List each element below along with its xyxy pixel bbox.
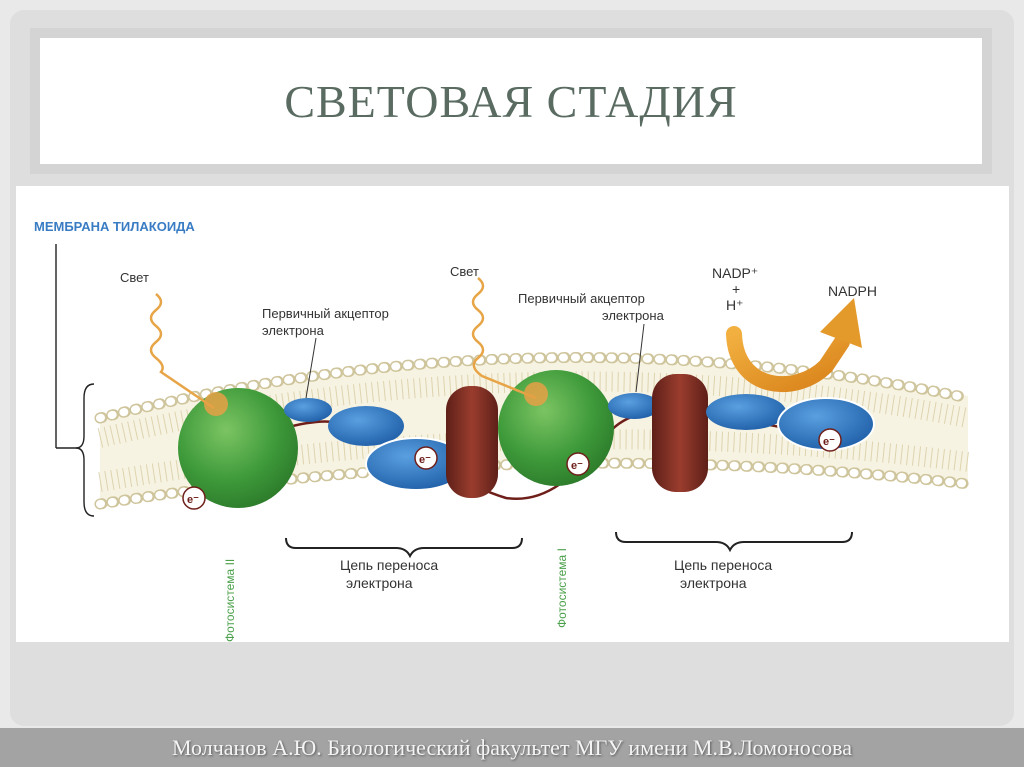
footer-credit: Молчанов А.Ю. Биологический факультет МГ… <box>172 734 852 760</box>
chain-label-2-line2: электрона <box>680 575 747 591</box>
nadp-label-line3: H⁺ <box>726 297 744 313</box>
light-wave-1 <box>149 293 215 410</box>
svg-text:e⁻: e⁻ <box>419 454 431 466</box>
light-spot-2 <box>524 382 548 406</box>
diagram-panel: МЕМБРАНА ТИЛАКОИДА Свет Первичный акцепт… <box>16 186 1009 642</box>
electron-marker-4: e⁻ <box>818 428 842 452</box>
photosystem-2 <box>178 388 298 508</box>
acceptor-label-2-line2: электрона <box>602 308 665 323</box>
electron-carrier-1 <box>328 406 404 446</box>
chain-label-1-line1: Цепь переноса <box>340 557 438 573</box>
cytochrome-complex <box>446 386 498 498</box>
chain-label-2-line1: Цепь переноса <box>674 557 772 573</box>
footer-bar: Молчанов А.Ю. Биологический факультет МГ… <box>0 728 1024 767</box>
photosystem-1 <box>498 370 614 486</box>
slide-title: СВЕТОВАЯ СТАДИЯ <box>284 75 738 127</box>
svg-text:e⁻: e⁻ <box>187 494 199 506</box>
acceptor-label-1-line2: электрона <box>262 323 325 338</box>
nadp-label-line2: + <box>732 281 740 297</box>
acceptor-label-2-line1: Первичный акцептор <box>518 291 645 306</box>
primary-acceptor-2 <box>608 393 660 419</box>
membrane-label: МЕМБРАНА ТИЛАКОИДА <box>34 219 195 234</box>
svg-text:e⁻: e⁻ <box>571 460 583 472</box>
chain-label-1-line2: электрона <box>346 575 413 591</box>
title-panel: СВЕТОВАЯ СТАДИЯ <box>40 38 982 164</box>
electron-carrier-3 <box>706 394 786 430</box>
electron-marker-3: e⁻ <box>566 452 590 476</box>
nadph-arrow <box>726 326 850 393</box>
light-label-1: Свет <box>120 270 149 285</box>
light-label-2: Свет <box>450 264 479 279</box>
electron-marker-2: e⁻ <box>414 446 438 470</box>
chain-bracket-1 <box>285 537 523 559</box>
electron-marker-1: e⁻ <box>182 486 206 510</box>
svg-text:e⁻: e⁻ <box>823 436 835 448</box>
primary-acceptor-1 <box>284 398 332 422</box>
acceptor-pointer-2 <box>635 323 645 393</box>
ferredoxin-complex <box>652 374 708 492</box>
light-wave-2 <box>471 277 537 400</box>
photosystem-2-label: Фотосистема II <box>223 559 237 642</box>
chain-bracket-2 <box>615 531 853 553</box>
nadph-label: NADPH <box>828 283 877 299</box>
acceptor-pointer-1 <box>305 337 317 399</box>
title-frame: СВЕТОВАЯ СТАДИЯ <box>30 28 992 174</box>
acceptor-label-1-line1: Первичный акцептор <box>262 306 389 321</box>
photosystem-1-label: Фотосистема I <box>555 548 569 628</box>
nadp-label-line1: NADP⁺ <box>712 265 758 281</box>
membrane-bracket <box>55 244 95 517</box>
light-spot-1 <box>204 392 228 416</box>
light-phase-diagram: МЕМБРАНА ТИЛАКОИДА Свет Первичный акцепт… <box>34 219 974 642</box>
nadph-arrowhead <box>820 298 862 348</box>
